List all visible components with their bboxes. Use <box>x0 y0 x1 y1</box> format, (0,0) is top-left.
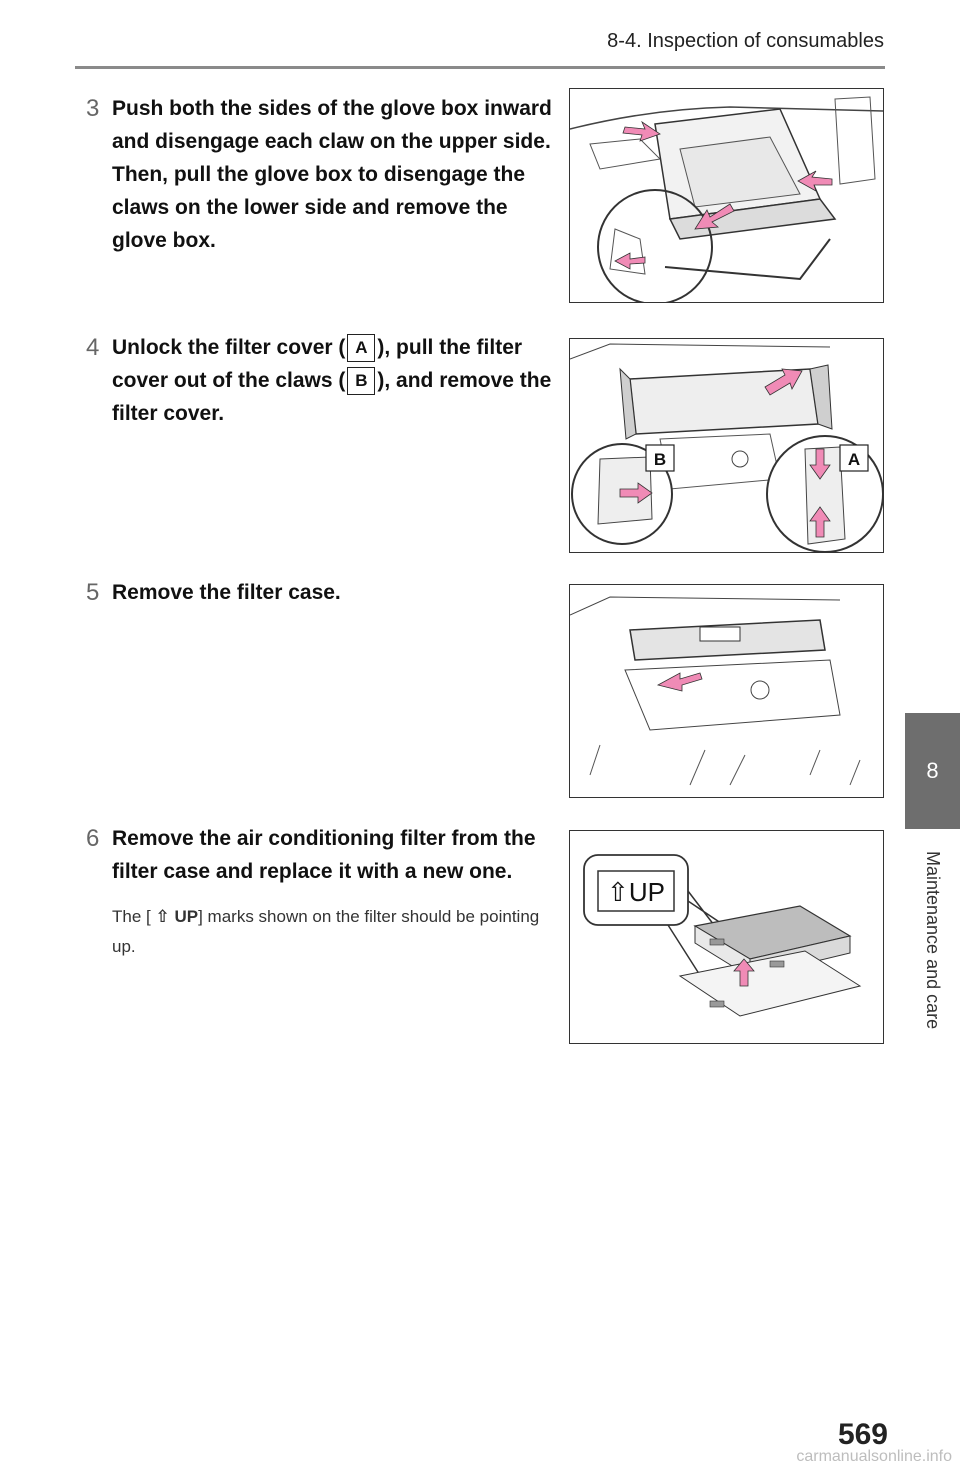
label-b-box: B <box>347 367 376 396</box>
step-text: Remove the filter case. <box>112 581 341 604</box>
label-a-box: A <box>347 334 376 363</box>
figure-glove-box <box>569 88 884 303</box>
step-number: 5 <box>86 579 100 606</box>
figure-label-b: B <box>654 450 666 469</box>
new-filter-illustration: ⇧UP <box>583 854 862 1017</box>
arrow-icon <box>694 203 735 230</box>
arrow-icon <box>619 482 653 504</box>
arrow-icon <box>809 448 831 480</box>
arrow-icon <box>797 170 833 192</box>
arrow-icon <box>733 958 755 987</box>
filter-cover-illustration: B A <box>570 343 883 552</box>
step-text: Push both the sides of the glove box inw… <box>112 97 552 252</box>
arrow-icon <box>614 252 646 270</box>
chapter-title: Maintenance and care <box>923 850 943 1030</box>
chapter-number: 8 <box>926 758 939 783</box>
step-3: 3 Push both the sides of the glove box i… <box>86 92 556 257</box>
section-header: 8-4. Inspection of consumables <box>607 30 884 52</box>
step-number: 3 <box>86 95 100 122</box>
step-6: 6 Remove the air conditioning filter fro… <box>86 822 556 888</box>
step-5: 5 Remove the filter case. <box>86 576 556 609</box>
up-arrow-icon: ⇧ <box>155 907 170 926</box>
filter-case-illustration <box>570 596 861 786</box>
arrow-icon <box>622 120 661 142</box>
step-text: Remove the air conditioning filter from … <box>112 827 536 883</box>
step-number: 4 <box>86 334 100 361</box>
chapter-tab[interactable]: 8 <box>905 713 960 829</box>
figure-filter-case <box>569 584 884 798</box>
watermark: carmanualsonline.info <box>796 1448 952 1465</box>
page-number: 569 <box>837 1418 888 1451</box>
step-text: Unlock the filter cover (A), pull the fi… <box>112 334 552 425</box>
step-4: 4 Unlock the filter cover (A), pull the … <box>86 331 556 430</box>
step-number: 6 <box>86 825 100 852</box>
arrow-icon <box>809 506 831 538</box>
filter-note: The [ ⇧ UP] marks shown on the filter sh… <box>112 907 540 956</box>
figure-label-a: A <box>848 450 860 469</box>
glove-box-illustration <box>570 96 883 302</box>
figure-new-filter: ⇧UP <box>569 830 884 1044</box>
header-divider <box>75 66 885 69</box>
arrow-icon <box>656 672 703 692</box>
figure-filter-cover: B A <box>569 338 884 553</box>
up-callout: ⇧UP <box>607 877 665 907</box>
arrow-icon <box>764 368 803 396</box>
